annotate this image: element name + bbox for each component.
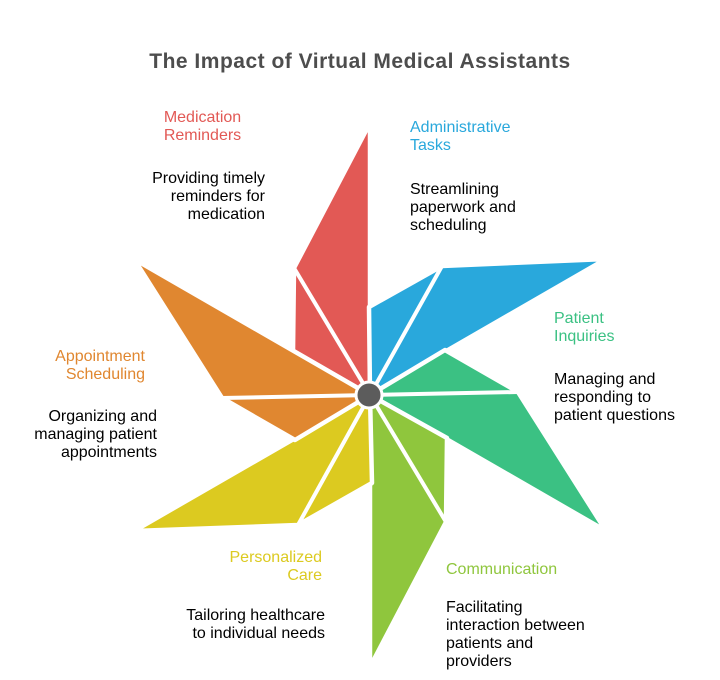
label-line: Reminders xyxy=(163,127,242,144)
blade-medication-reminders-fold-line xyxy=(292,266,372,397)
callout-desc-patient-inquiries: Managing and responding to patient quest… xyxy=(554,371,716,425)
blade-appointment-scheduling-fold-line xyxy=(220,393,372,400)
label-line: Inquiries xyxy=(554,328,615,345)
label-line: Patient xyxy=(554,310,604,327)
blade-personalized-care-fold-line xyxy=(296,393,372,527)
blade-communication-shape xyxy=(367,392,450,670)
desc-line: patients and xyxy=(446,635,534,652)
callout-label-medication-reminders: Medication Reminders xyxy=(110,109,295,145)
desc-line: providers xyxy=(446,653,512,670)
label-line: Scheduling xyxy=(65,366,145,383)
callout-label-personalized-care: Personalized Care xyxy=(140,549,323,585)
blade-patient-inquiries-fold-line xyxy=(368,390,520,397)
label-line: Communication xyxy=(446,561,558,578)
blade-appointment-scheduling xyxy=(131,256,373,443)
desc-line: appointments xyxy=(60,444,157,461)
desc-line: managing patient xyxy=(34,426,157,443)
desc-line: patient questions xyxy=(554,407,675,424)
callout-label-administrative-tasks: Administrative Tasks xyxy=(410,119,630,155)
page-title: The Impact of Virtual Medical Assistants xyxy=(149,50,571,73)
callout-label-patient-inquiries: Patient Inquiries xyxy=(554,310,716,346)
blade-medication-reminders xyxy=(290,120,373,398)
callout-desc-appointment-scheduling: Organizing and managing patient appointm… xyxy=(5,408,157,462)
label-line: Tasks xyxy=(410,137,451,154)
callout-desc-administrative-tasks: Streamlining paperwork and scheduling xyxy=(410,181,600,235)
desc-line: interaction between xyxy=(446,617,585,634)
desc-line: Managing and xyxy=(554,371,656,388)
desc-line: Providing timely xyxy=(152,170,265,187)
desc-line: reminders for xyxy=(170,188,265,205)
blade-patient-inquiries xyxy=(367,347,609,534)
desc-line: medication xyxy=(187,206,265,223)
desc-line: Organizing and xyxy=(48,408,157,425)
label-line: Administrative xyxy=(410,119,511,136)
callout-desc-medication-reminders: Providing timely reminders for medicatio… xyxy=(95,170,265,224)
desc-line: Tailoring healthcare xyxy=(186,607,325,624)
label-line: Medication xyxy=(163,109,242,126)
desc-line: paperwork and xyxy=(410,199,516,216)
callout-label-communication: Communication xyxy=(446,561,716,579)
desc-line: responding to xyxy=(554,389,651,406)
pinwheel-hub xyxy=(354,380,384,410)
blade-communication-fold-line xyxy=(368,393,448,524)
desc-line: Facilitating xyxy=(446,599,523,616)
label-line: Appointment xyxy=(55,348,145,365)
callout-desc-personalized-care: Tailoring healthcare to individual needs xyxy=(130,607,325,643)
blade-medication-reminders-shape xyxy=(290,120,373,398)
desc-line: to individual needs xyxy=(192,625,325,642)
callout-label-appointment-scheduling: Appointment Scheduling xyxy=(5,348,145,384)
blade-administrative-tasks-fold-line xyxy=(368,264,444,397)
desc-line: Streamlining xyxy=(410,181,499,198)
label-line: Personalized xyxy=(229,549,323,566)
label-line: Care xyxy=(287,567,322,584)
blade-communication xyxy=(367,392,450,670)
desc-line: scheduling xyxy=(410,217,487,234)
callout-desc-communication: Facilitating interaction between patient… xyxy=(446,599,666,671)
